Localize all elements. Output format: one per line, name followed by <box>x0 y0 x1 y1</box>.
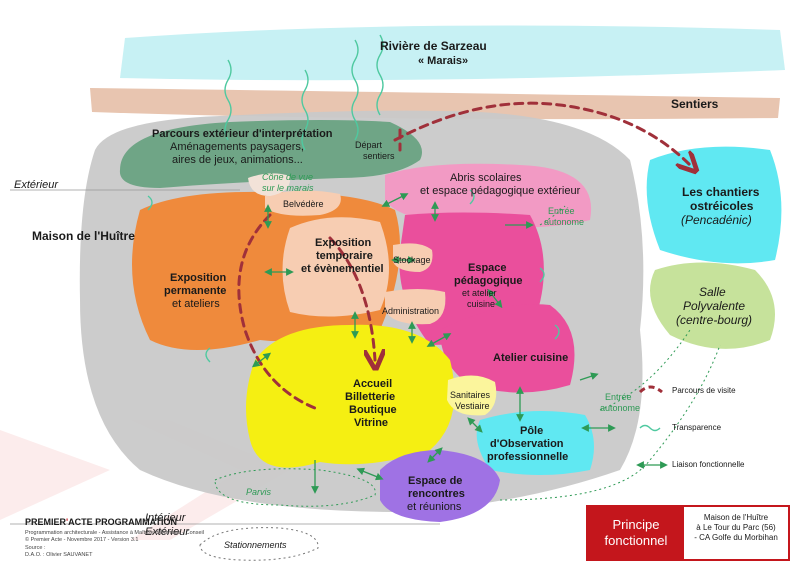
expo-temp-3: et évènementiel <box>301 263 384 275</box>
chantiers-label-3: (Pencadénic) <box>681 213 752 227</box>
parvis-label: Parvis <box>246 487 272 497</box>
parcours-zone <box>119 120 422 188</box>
external-links <box>499 205 721 501</box>
river-band <box>120 25 785 81</box>
legend-transparence: Transparence <box>672 423 722 432</box>
espace-peda-4: cuisine <box>467 299 496 309</box>
pole-2: d'Observation <box>490 438 564 450</box>
parvis-outline <box>214 468 376 507</box>
accueil-4: Vitrine <box>354 417 389 429</box>
sanitaires-2: Vestiaire <box>455 401 490 411</box>
depart-label: Départ <box>355 140 383 150</box>
riviere-label: Rivière de Sarzeau <box>380 39 487 53</box>
liaison-arrows <box>251 193 616 494</box>
salle-zone <box>650 262 775 349</box>
stationnements-label: Stationnements <box>224 540 287 550</box>
abris-label-1: Abris scolaires <box>450 172 522 184</box>
salle-label-2: Polyvalente <box>683 299 746 313</box>
pole-zone <box>476 411 594 475</box>
administration-zone <box>385 289 446 325</box>
belvedere-label: Belvédère <box>283 199 324 209</box>
accueil-zone <box>246 324 455 468</box>
chantiers-label-2: ostréicoles <box>690 199 754 213</box>
credits-line-3: Source : <box>25 544 46 551</box>
exterieur-top-label: Extérieur <box>14 179 59 191</box>
administration-label: Administration <box>382 306 440 316</box>
belvedere-zone <box>265 190 341 216</box>
parcours-title: Parcours extérieur d'interprétation <box>152 128 333 140</box>
atelier-cuisine-zone <box>440 304 575 393</box>
title-side-1: Maison de l'Huître <box>703 513 769 522</box>
expo-perm-3: et ateliers <box>172 298 220 310</box>
legend-liaison: Liaison fonctionnelle <box>672 460 745 469</box>
title-main-1: Principe <box>612 517 660 533</box>
salle-label-1: Salle <box>699 285 726 299</box>
accueil-3: Boutique <box>349 404 397 416</box>
logo-part-b: ACTE PROGRAMMATION <box>68 517 177 527</box>
entree2b-label: autonome <box>600 403 641 413</box>
title-side: Maison de l'Huître à Le Tour du Parc (56… <box>688 513 784 543</box>
entree1b-label: autonome <box>544 217 585 227</box>
stockage-label: Stockage <box>393 255 431 265</box>
abris-label-2: et espace pédagogique extérieur <box>420 185 581 197</box>
title-side-3: - CA Golfe du Morbihan <box>694 533 778 542</box>
credits-line-2: © Premier Acte - Novembre 2017 - Version… <box>25 537 139 544</box>
title-main-2: fonctionnel <box>604 533 668 548</box>
cone-label-1: Cône de vue <box>262 172 314 182</box>
credits: Programmation architecturale - Assistanc… <box>25 530 204 560</box>
accueil-1: Accueil <box>353 378 393 390</box>
transparence-waves <box>147 34 560 363</box>
rencontres-2: rencontres <box>408 488 465 500</box>
expo-perm-2: permanente <box>164 285 227 297</box>
brand-logo: PREMIER'ACTE PROGRAMMATION <box>25 517 177 527</box>
sentiers-small-label: sentiers <box>363 151 395 161</box>
parcours-sub1: Aménagements paysagers, <box>170 141 304 153</box>
atelier-label: Atelier cuisine <box>493 352 569 364</box>
title-side-2: à Le Tour du Parc (56) <box>696 523 776 532</box>
expo-perm-1: Exposition <box>170 272 227 284</box>
rencontres-3: et réunions <box>407 501 462 513</box>
salle-label-3: (centre-bourg) <box>676 313 753 327</box>
accueil-2: Billetterie <box>345 391 396 403</box>
parcours-sub2: aires de jeux, animations... <box>172 154 303 166</box>
marais-label: « Marais» <box>418 55 469 67</box>
entree1-label: Entrée <box>548 206 575 216</box>
expo-temp-1: Exposition <box>315 237 372 249</box>
rencontres-zone <box>380 450 500 522</box>
maison-label: Maison de l'Huître <box>32 229 135 243</box>
sentiers-label: Sentiers <box>671 97 719 111</box>
paths-band <box>90 88 780 120</box>
pole-1: Pôle <box>520 425 544 437</box>
rencontres-1: Espace de <box>408 475 463 487</box>
interieur-label: Intérieur <box>145 512 186 524</box>
pole-3: professionnelle <box>487 451 569 463</box>
exterieur-bottom-label: Extérieur <box>145 526 190 538</box>
cone-zone <box>248 173 291 196</box>
logo-part-a: PREMIER <box>25 517 67 527</box>
chantiers-label-1: Les chantiers <box>682 185 760 199</box>
credits-line-4: D.A.O. : Olivier SAUVANET <box>25 552 93 559</box>
legend-parcours: Parcours de visite <box>672 386 736 395</box>
espace-peda-2: pédagogique <box>454 275 523 287</box>
credits-line-1: Programmation architecturale - Assistanc… <box>25 530 204 536</box>
parcours-visite-path <box>237 101 690 412</box>
sanitaires-1: Sanitaires <box>450 390 491 400</box>
entree2-label: Entrée <box>605 392 632 402</box>
cone-label-2: sur le marais <box>262 183 314 193</box>
legend-symbols <box>636 385 668 469</box>
stationnements-outline <box>199 527 319 561</box>
espace-peda-1: Espace <box>468 262 507 274</box>
espace-peda-3: et atelier <box>462 288 497 298</box>
expo-temp-2: temporaire <box>316 250 373 262</box>
sanitaires-zone <box>447 375 497 416</box>
